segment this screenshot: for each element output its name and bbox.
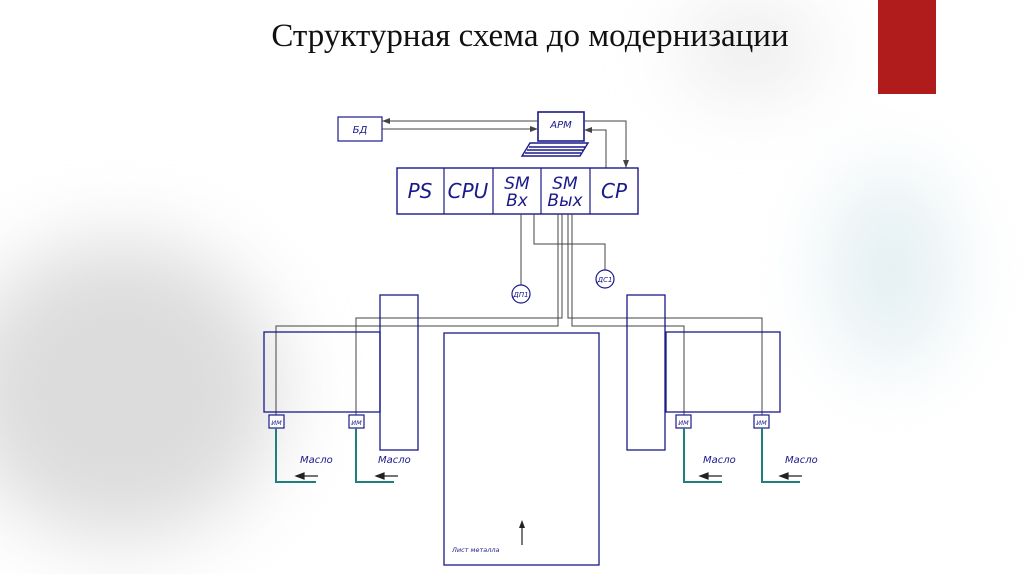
- accent-bar: [878, 0, 936, 94]
- oil-label: Масло: [300, 455, 333, 466]
- actuator-group: [268, 414, 770, 429]
- actuator-label: ИМ: [678, 419, 689, 427]
- actuator-label: ИМ: [271, 419, 282, 427]
- laptop-icon: [520, 111, 590, 157]
- oil-label: Масло: [785, 455, 818, 466]
- background-blur: [680, 10, 820, 90]
- plc-module-ps: PS: [408, 179, 433, 203]
- press-frame: [263, 294, 781, 566]
- actuator-label: ИМ: [351, 419, 362, 427]
- sheet-label: Лист металла: [451, 546, 500, 554]
- oil-pipes: [275, 428, 800, 483]
- plc-rack: [396, 167, 639, 215]
- oil-label: Масло: [703, 455, 736, 466]
- plc-module-cpu: CPU: [448, 179, 489, 203]
- workstation-label: АРМ: [549, 120, 572, 131]
- db-label: БД: [353, 125, 368, 136]
- sensor-ds1-label: ДС1: [597, 276, 613, 284]
- background-blur: [0, 240, 280, 540]
- plc-module-cp: CP: [601, 179, 628, 203]
- signal-wires: [275, 214, 763, 415]
- sensor-dp1: [511, 284, 531, 304]
- oil-arrows: [294, 472, 802, 480]
- actuator-label: ИМ: [756, 419, 767, 427]
- db-block: [337, 116, 383, 142]
- oil-label: Масло: [378, 455, 411, 466]
- sensor-dp1-label: ДП1: [512, 291, 528, 299]
- background-blur: [830, 170, 950, 370]
- sensor-ds1: [595, 269, 615, 289]
- page-title: Структурная схема до модернизации: [271, 18, 789, 54]
- sheet-arrow-head: [519, 520, 525, 528]
